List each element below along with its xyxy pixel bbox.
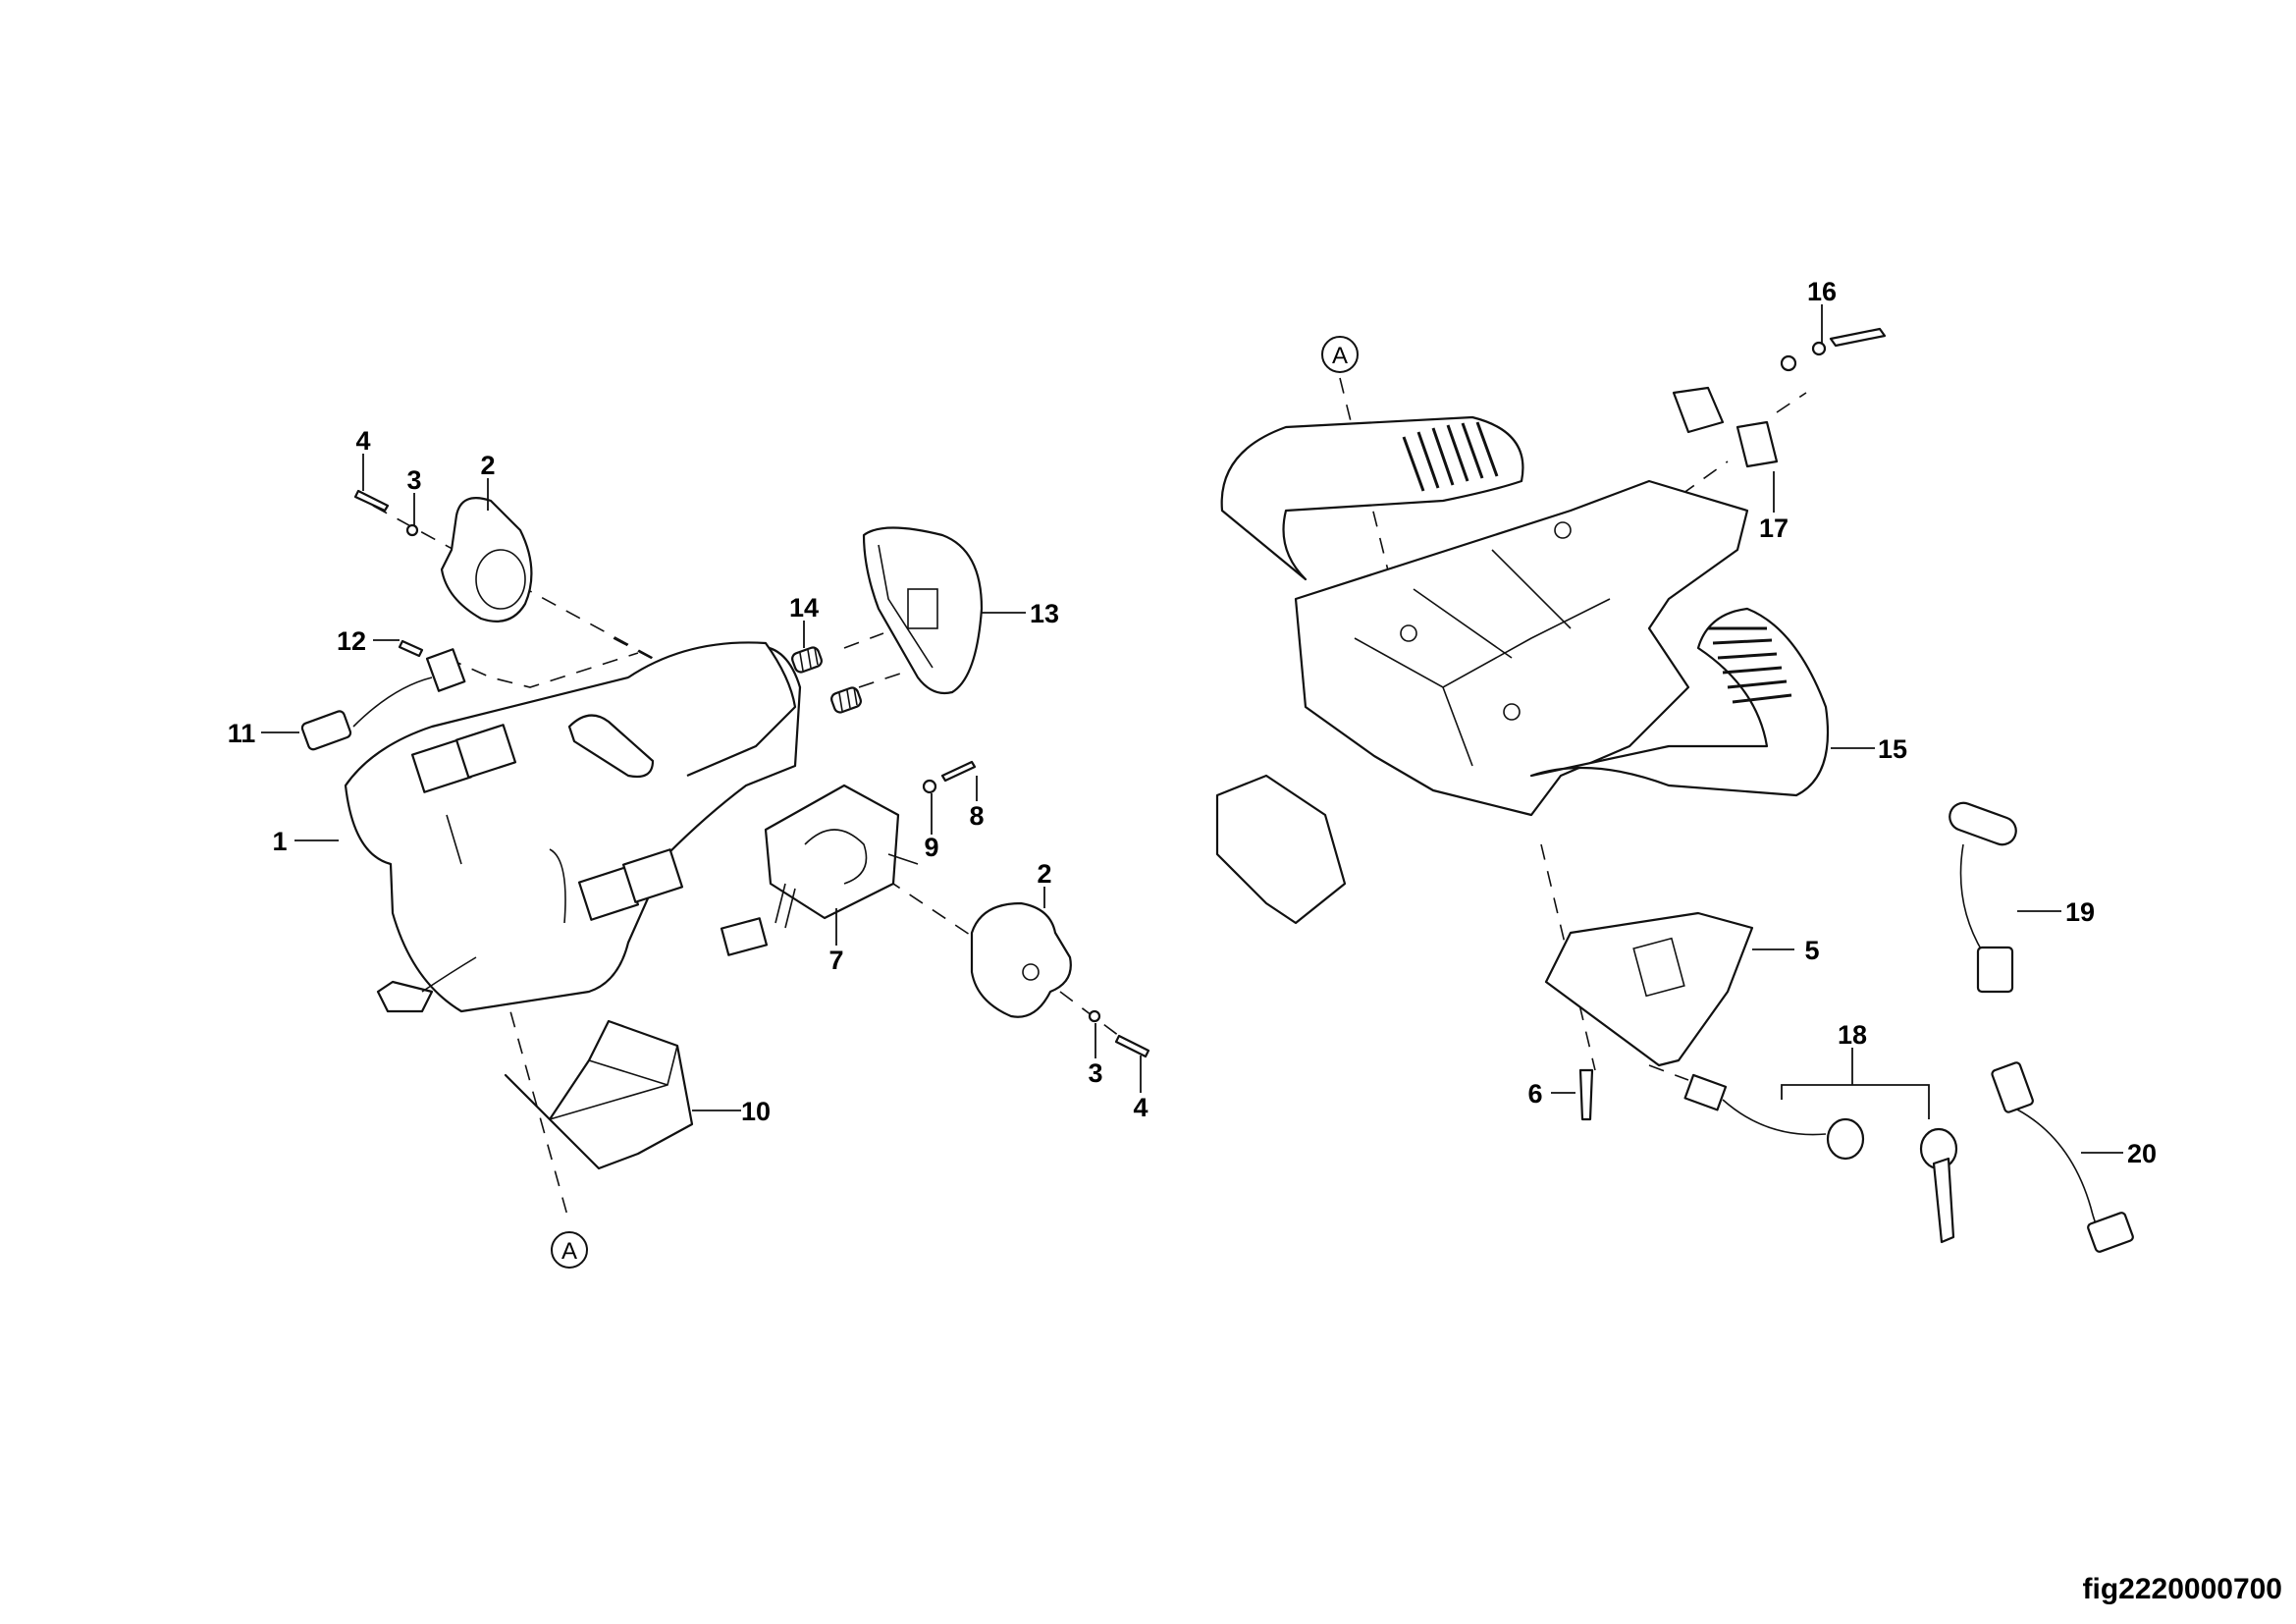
connector bbox=[376, 980, 434, 1013]
part-2-grip-cap-upper[interactable] bbox=[440, 497, 533, 623]
part-2-grip-cap-lower[interactable] bbox=[970, 901, 1072, 1018]
assembly-line bbox=[1648, 1064, 1689, 1081]
assembly-line bbox=[372, 505, 708, 688]
button-pad bbox=[567, 714, 655, 779]
left-assembly bbox=[300, 489, 1150, 1223]
part-19-harness[interactable] bbox=[1946, 799, 2019, 994]
arrow-button bbox=[621, 848, 684, 903]
part-12-screw[interactable] bbox=[398, 639, 424, 658]
callout-11: 11 bbox=[228, 719, 256, 748]
callout-7: 7 bbox=[828, 946, 843, 975]
handle-base-block bbox=[1215, 774, 1347, 925]
right-assembly bbox=[1215, 327, 2134, 1253]
callout-3-lower: 3 bbox=[1088, 1058, 1102, 1088]
leader-lines bbox=[261, 304, 2123, 1154]
callout-14: 14 bbox=[789, 593, 819, 623]
part-10-tray[interactable] bbox=[504, 1019, 694, 1170]
part-18-key-switch[interactable] bbox=[1683, 1073, 1958, 1244]
part-6-screw[interactable] bbox=[1578, 1068, 1594, 1121]
callout-labels: 4 3 2 12 11 1 14 13 8 9 7 2 3 4 10 16 17… bbox=[228, 277, 2157, 1168]
part-20-harness[interactable] bbox=[1991, 1061, 2134, 1253]
assembly-line bbox=[843, 632, 904, 688]
assembly-line bbox=[446, 652, 639, 688]
assembly-line bbox=[863, 863, 983, 944]
callout-15: 15 bbox=[1878, 734, 1907, 764]
callout-8: 8 bbox=[969, 801, 984, 831]
part-3-washer-upper[interactable] bbox=[405, 523, 419, 537]
assembly-line-a bbox=[451, 799, 570, 1223]
callout-10: 10 bbox=[741, 1097, 771, 1126]
callout-2-lower: 2 bbox=[1037, 859, 1051, 889]
reference-marker-a-left: A bbox=[551, 1231, 588, 1269]
callout-13: 13 bbox=[1030, 599, 1059, 628]
part-17-plate[interactable] bbox=[1672, 386, 1725, 434]
part-5-switch-cover[interactable] bbox=[1544, 911, 1754, 1067]
reference-marker-label: A bbox=[1332, 343, 1348, 369]
part-15-handle-assembly[interactable] bbox=[1215, 415, 1830, 925]
callout-1: 1 bbox=[272, 827, 287, 856]
callout-3: 3 bbox=[406, 465, 421, 495]
callout-4-lower: 4 bbox=[1133, 1093, 1148, 1122]
part-9-washer[interactable] bbox=[922, 779, 937, 794]
part-16-nut[interactable] bbox=[1811, 341, 1827, 356]
callout-18: 18 bbox=[1838, 1020, 1867, 1050]
callout-17: 17 bbox=[1759, 514, 1789, 543]
handle-grip bbox=[1402, 421, 1792, 704]
part-16-washer[interactable] bbox=[1780, 354, 1797, 372]
arrow-button bbox=[454, 724, 517, 779]
part-1-control-housing[interactable] bbox=[344, 641, 802, 1013]
callout-20: 20 bbox=[2127, 1139, 2157, 1168]
callout-19: 19 bbox=[2065, 897, 2095, 927]
reference-marker-label: A bbox=[561, 1238, 577, 1265]
part-16-bolt[interactable] bbox=[1829, 327, 1887, 348]
part-17-plate[interactable] bbox=[1735, 420, 1779, 468]
part-11-switch-harness[interactable] bbox=[300, 648, 466, 751]
part-4-screw-upper[interactable] bbox=[353, 489, 390, 513]
callout-4: 4 bbox=[355, 426, 370, 456]
callout-12: 12 bbox=[337, 626, 366, 656]
part-8-screw[interactable] bbox=[940, 760, 977, 783]
part-14-springs[interactable] bbox=[790, 646, 862, 714]
callout-2: 2 bbox=[480, 451, 495, 480]
part-7-switch-bracket[interactable] bbox=[720, 784, 919, 956]
callout-16: 16 bbox=[1807, 277, 1837, 306]
callout-6: 6 bbox=[1527, 1079, 1542, 1109]
part-13-rear-cover[interactable] bbox=[862, 526, 984, 695]
part-4-screw-lower[interactable] bbox=[1114, 1034, 1150, 1058]
callout-5: 5 bbox=[1804, 936, 1819, 965]
reference-marker-a-right: A bbox=[1321, 336, 1359, 373]
part-3-washer-lower[interactable] bbox=[1088, 1009, 1101, 1023]
figure-id: fig2220000700 bbox=[2082, 1573, 2283, 1605]
callout-9: 9 bbox=[924, 833, 938, 862]
